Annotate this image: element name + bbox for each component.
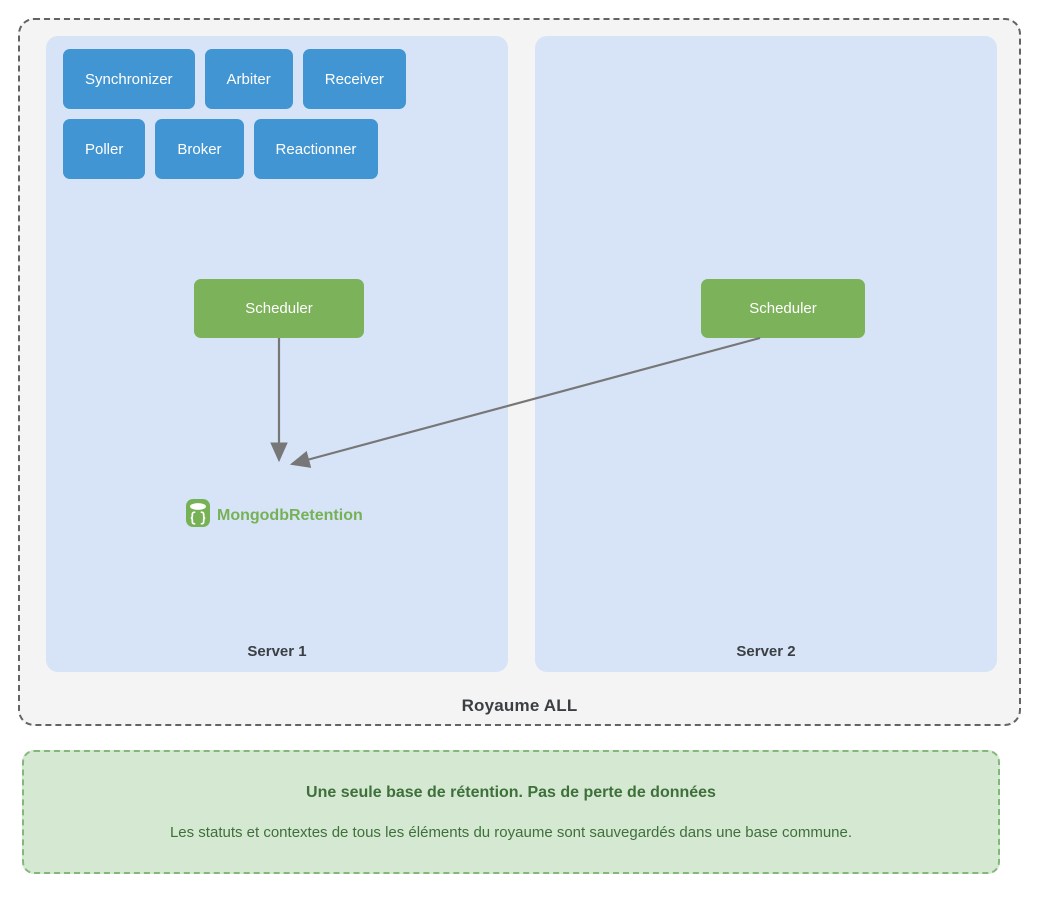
server-1-label: Server 1 bbox=[247, 643, 307, 660]
daemon-box-reactionner[interactable]: Reactionner bbox=[253, 119, 379, 179]
note-panel: Une seule base de rétention. Pas de pert… bbox=[22, 750, 1000, 874]
realm-container: Synchronizer Arbiter Receiver Poller Bro… bbox=[18, 18, 1021, 726]
daemon-box-arbiter[interactable]: Arbiter bbox=[204, 49, 293, 109]
database-braces-icon bbox=[185, 498, 211, 533]
mongodb-retention-node[interactable]: MongodbRetention bbox=[185, 498, 363, 533]
scheduler-box-server-2[interactable]: Scheduler bbox=[701, 279, 865, 338]
server-2-label: Server 2 bbox=[736, 643, 796, 660]
daemon-box-broker[interactable]: Broker bbox=[155, 119, 244, 179]
server-panel-2: Scheduler Server 2 bbox=[535, 36, 997, 672]
daemon-row-1: Synchronizer Arbiter Receiver bbox=[63, 49, 406, 109]
note-title: Une seule base de rétention. Pas de pert… bbox=[306, 783, 716, 801]
daemon-box-receiver[interactable]: Receiver bbox=[302, 49, 406, 109]
scheduler-box-server-1[interactable]: Scheduler bbox=[194, 279, 364, 338]
daemon-row-2: Poller Broker Reactionner bbox=[63, 119, 379, 179]
daemon-box-poller[interactable]: Poller bbox=[63, 119, 146, 179]
server-panel-1: Synchronizer Arbiter Receiver Poller Bro… bbox=[46, 36, 508, 672]
mongodb-retention-label: MongodbRetention bbox=[217, 506, 363, 524]
daemon-box-synchronizer[interactable]: Synchronizer bbox=[63, 49, 195, 109]
note-body: Les statuts et contextes de tous les élé… bbox=[169, 823, 853, 841]
realm-label: Royaume ALL bbox=[461, 696, 578, 715]
